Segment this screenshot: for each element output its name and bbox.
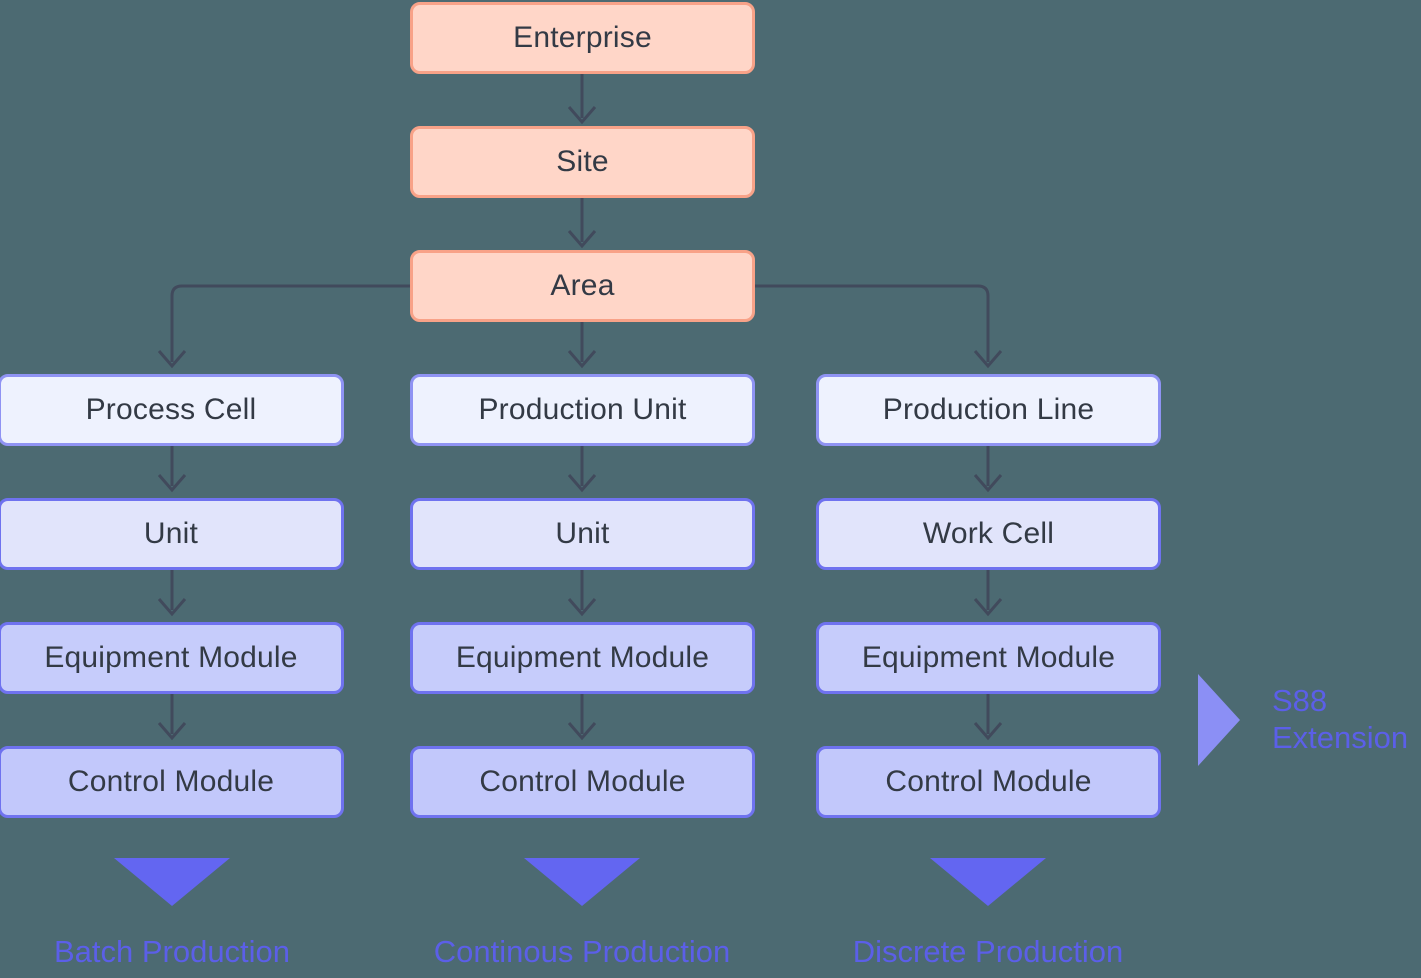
s88-extension-line-1: S88 — [1272, 683, 1328, 718]
connector-col3-row2-row3 — [973, 570, 1003, 617]
connector-col3-row1-row2 — [973, 446, 1003, 493]
connector-area-to-production-unit — [567, 322, 597, 369]
s88-extension-label: S88 Extension — [1272, 682, 1408, 756]
node-area[interactable]: Area — [410, 250, 755, 322]
connector-site-to-area — [567, 198, 597, 249]
batch-production-arrow-icon — [114, 858, 230, 906]
node-discrete-equipment-module[interactable]: Equipment Module — [816, 622, 1161, 694]
connector-col1-row2-row3 — [157, 570, 187, 617]
connector-area-to-production-line — [755, 284, 1003, 369]
connector-col1-row1-row2 — [157, 446, 187, 493]
node-enterprise[interactable]: Enterprise — [410, 2, 755, 74]
node-batch-control-module[interactable]: Control Module — [0, 746, 344, 818]
s88-extension-arrow-icon — [1198, 674, 1240, 766]
node-continuous-equipment-module[interactable]: Equipment Module — [410, 622, 755, 694]
node-production-line[interactable]: Production Line — [816, 374, 1161, 446]
node-batch-equipment-module[interactable]: Equipment Module — [0, 622, 344, 694]
connector-col1-row3-row4 — [157, 694, 187, 741]
node-production-unit[interactable]: Production Unit — [410, 374, 755, 446]
connector-enterprise-to-site — [567, 74, 597, 125]
node-continuous-unit[interactable]: Unit — [410, 498, 755, 570]
node-work-cell[interactable]: Work Cell — [816, 498, 1161, 570]
connector-col2-row1-row2 — [567, 446, 597, 493]
node-batch-unit[interactable]: Unit — [0, 498, 344, 570]
continuous-production-arrow-icon — [524, 858, 640, 906]
node-continuous-control-module[interactable]: Control Module — [410, 746, 755, 818]
node-site[interactable]: Site — [410, 126, 755, 198]
connector-col2-row2-row3 — [567, 570, 597, 617]
outcome-label-continuous-production: Continous Production — [433, 934, 731, 969]
outcome-label-batch-production: Batch Production — [53, 934, 291, 969]
node-discrete-control-module[interactable]: Control Module — [816, 746, 1161, 818]
node-process-cell[interactable]: Process Cell — [0, 374, 344, 446]
connector-col2-row3-row4 — [567, 694, 597, 741]
connector-col3-row3-row4 — [973, 694, 1003, 741]
discrete-production-arrow-icon — [930, 858, 1046, 906]
connector-area-to-process-cell — [157, 284, 410, 369]
s88-extension-line-2: Extension — [1272, 720, 1409, 755]
outcome-label-discrete-production: Discrete Production — [852, 934, 1124, 969]
